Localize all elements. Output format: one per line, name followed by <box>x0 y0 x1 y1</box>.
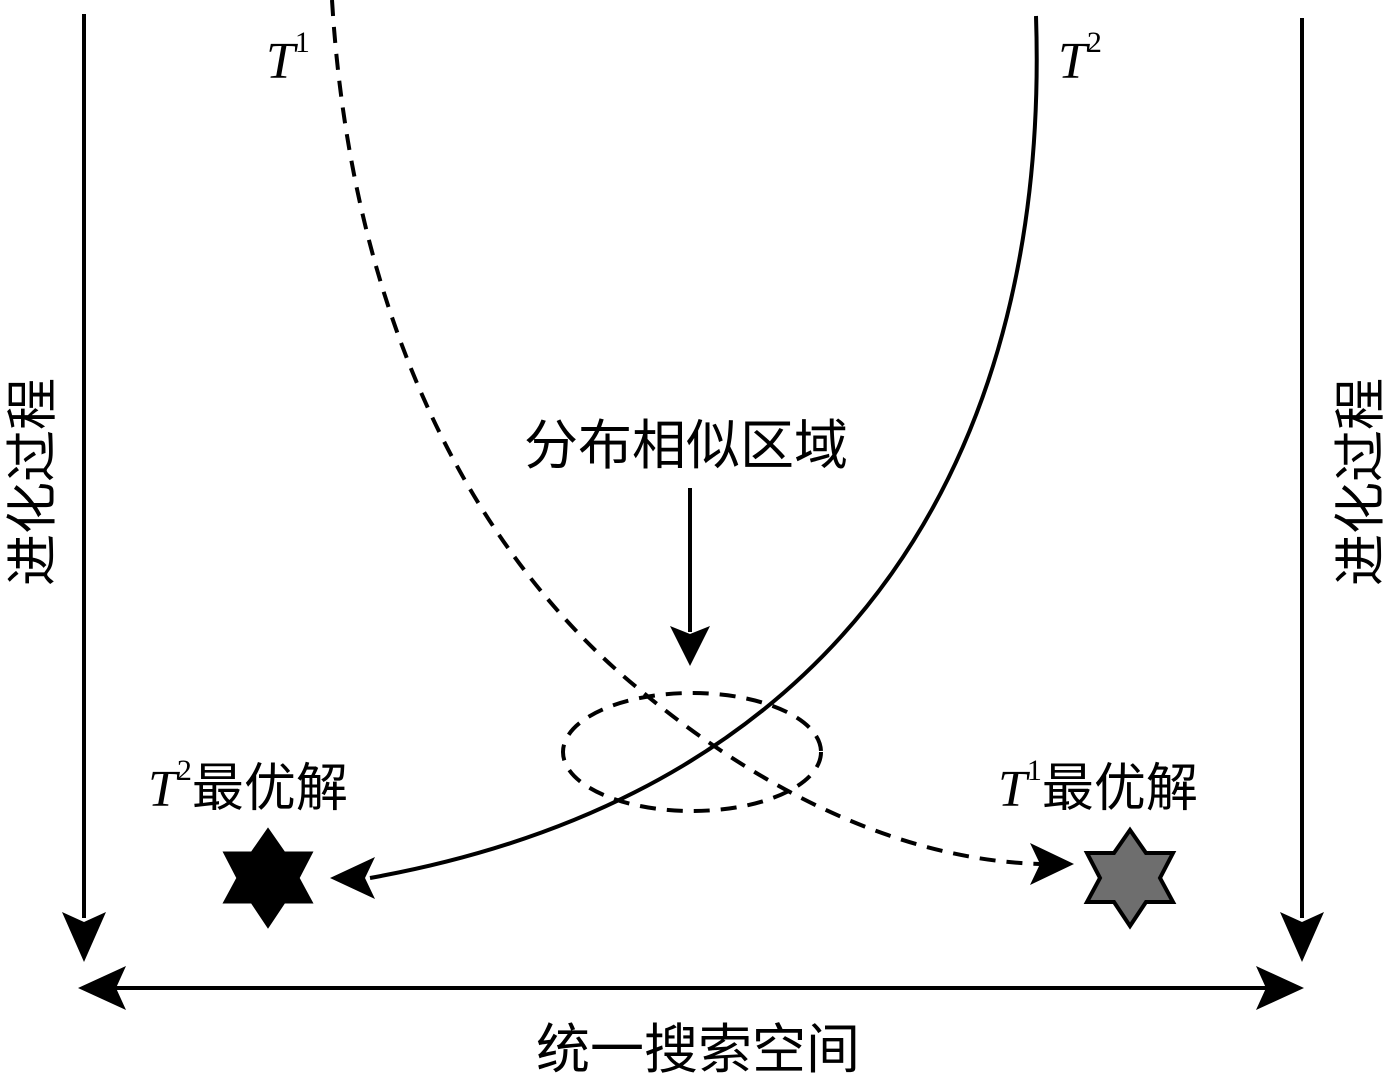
t2-trajectory-arrowhead <box>330 857 375 899</box>
t2-optimum-label: T2最优解 <box>148 754 348 818</box>
t1-optimum-label: T1最优解 <box>998 754 1198 818</box>
t1-optimum-star-icon <box>1083 826 1177 930</box>
search-space-left-arrowhead <box>78 966 126 1010</box>
search-space-right-arrowhead <box>1256 966 1304 1010</box>
t1-trajectory-arrowhead <box>1030 843 1074 885</box>
right-axis-label: 进化过程 <box>1334 378 1391 586</box>
similar-region-label: 分布相似区域 <box>524 416 848 476</box>
t2-optimum-star-icon <box>222 827 314 929</box>
t2-trajectory-label: T2 <box>1058 26 1102 90</box>
bottom-axis-label: 统一搜索空间 <box>536 1020 860 1080</box>
left-axis-label: 进化过程 <box>6 378 63 586</box>
t1-trajectory-curve <box>330 0 1041 866</box>
t2-trajectory-curve <box>369 15 1039 880</box>
similar-region-pointer-arrowhead <box>670 626 710 666</box>
t1-trajectory-label: T1 <box>266 26 310 90</box>
left-axis-arrowhead <box>62 912 106 962</box>
similar-region-ellipse <box>561 691 823 813</box>
right-axis-arrowhead <box>1280 912 1324 962</box>
